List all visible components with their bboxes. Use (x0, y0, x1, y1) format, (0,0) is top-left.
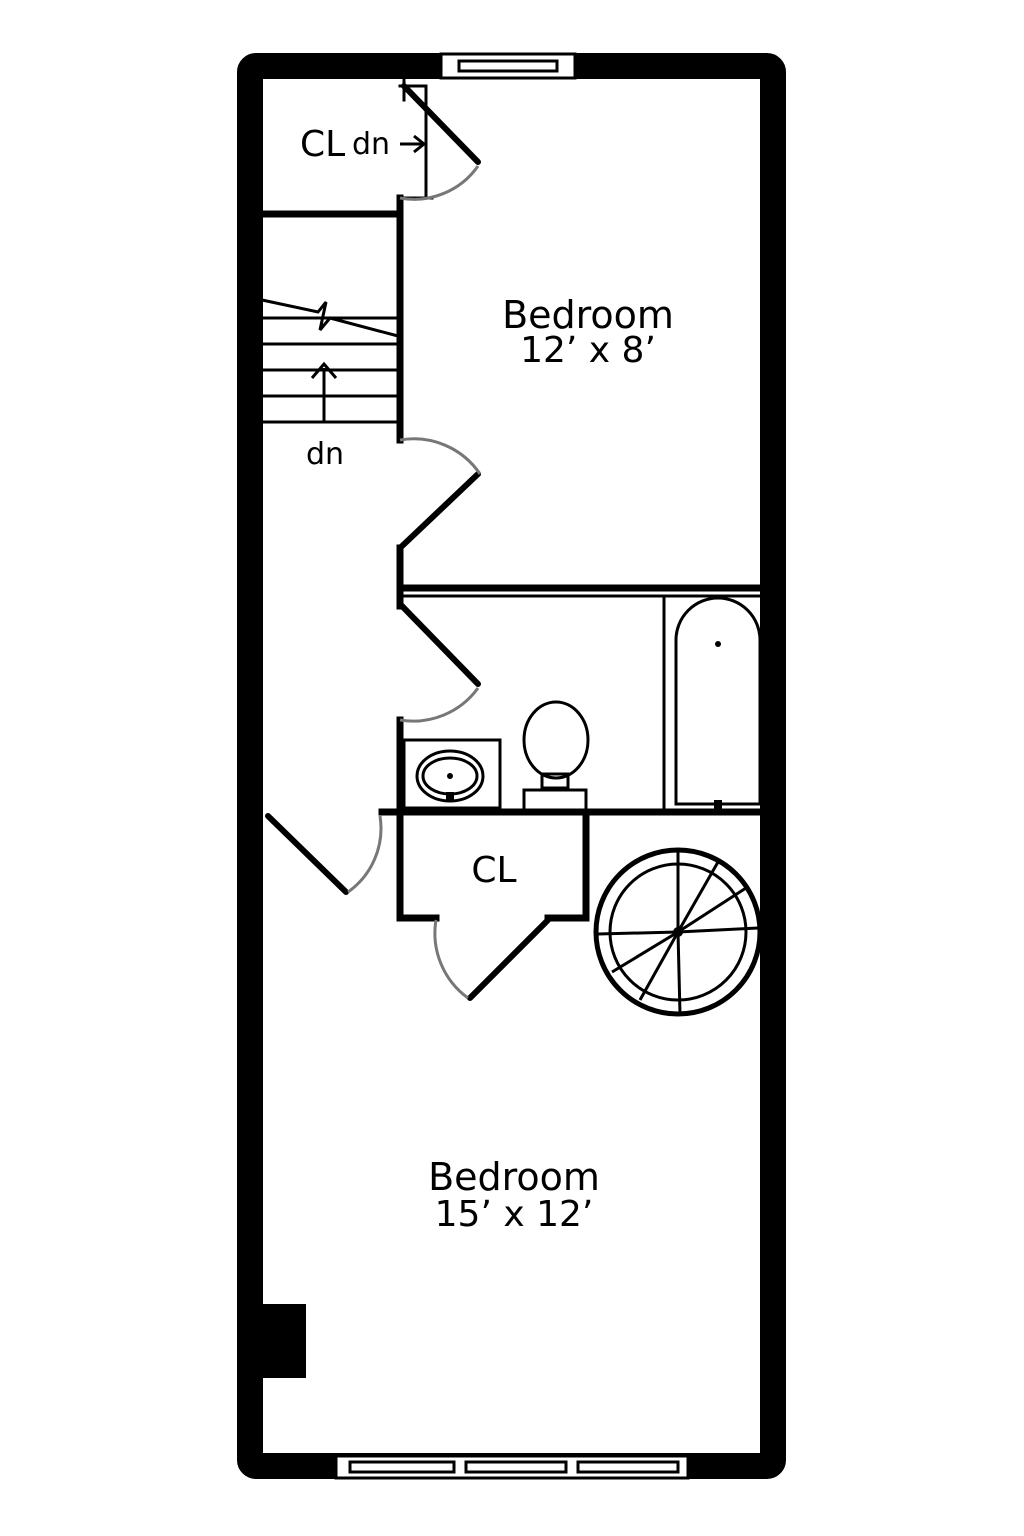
room-dimensions-bedroom-1: 12’ x 8’ (520, 330, 656, 371)
sink (402, 738, 502, 810)
closet-label-middle: CL (471, 850, 516, 891)
spiral-staircase (593, 847, 763, 1017)
bathtub (662, 596, 762, 812)
closet-stair-arrow (400, 134, 427, 154)
door-top-closet (399, 83, 481, 201)
stair-label-main: dn (306, 437, 344, 472)
interior-walls (258, 78, 766, 922)
toilet (522, 700, 590, 814)
door-bathroom (397, 601, 481, 723)
stair-label-top-closet: dn (352, 127, 390, 162)
room-name-bedroom-2: Bedroom (428, 1155, 600, 1199)
closet-label-top: CL (300, 124, 345, 165)
door-lower-bedroom (265, 813, 383, 895)
room-name-bedroom-1: Bedroom (502, 293, 674, 337)
straight-stairs (261, 298, 399, 424)
chimney-block (262, 1304, 306, 1378)
window-bottom (334, 1454, 690, 1480)
exterior-walls (237, 53, 786, 1479)
door-bedroom-upper (397, 437, 482, 551)
door-middle-closet (433, 917, 551, 1001)
room-dimensions-bedroom-2: 15’ x 12’ (435, 1194, 594, 1235)
window-top (439, 52, 577, 80)
